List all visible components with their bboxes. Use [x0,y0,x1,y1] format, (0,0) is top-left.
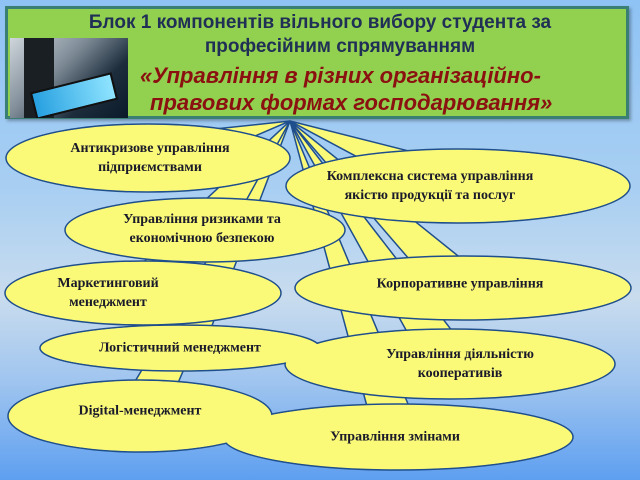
component-label: Управління змінами [330,428,460,447]
component-label-line2: якістю продукції та послуг [344,188,516,203]
title-line-1: «Управління в різних організаційно- [140,63,541,88]
callout-ellipse-fill [7,125,289,191]
callout-ellipse-fill [66,199,344,261]
component-label: Управління діяльністю кооперативів [386,345,534,383]
component-label-line1: Маркетинговий [57,276,159,291]
callout-ellipse-fill [41,326,319,370]
component-label: Логістичний менеджмент [99,339,261,358]
header-line-1: Блок 1 компонентів вільного вибору студе… [88,12,552,33]
component-label: Digital-менеджмент [79,402,202,421]
component-label-line2: кооперативів [417,366,503,381]
component-label: Управління ризиками та економічною безпек… [123,210,281,248]
component-label-line1: Логістичний менеджмент [99,340,261,356]
component-label: Антикризове управління підприємствами [70,139,229,177]
callout-ellipse-fill [224,405,572,469]
component-label: Корпоративне управління [377,275,544,294]
component-label-line1: Управління змінами [330,429,460,445]
callout-ellipse-fill [286,330,614,398]
component-label: Комплексна система управління якістю прод… [327,167,534,205]
callout-ellipse-fill [296,257,630,319]
title-line-2: правових формах господарювання» [150,90,553,115]
component-label-line2: менеджмент [69,295,147,310]
callout-ellipse-fill [287,150,629,222]
component-label-line2: економічною безпекою [129,231,275,246]
component-label-line1: Антикризове управління [70,141,230,156]
component-label-line1: Digital-менеджмент [78,403,202,419]
component-label: Маркетинговий менеджмент [57,274,158,312]
component-label-line1: Комплексна система управління [326,169,534,184]
component-label-line1: Управління ризиками та [123,212,281,227]
callout-ellipse-fill [6,262,280,324]
component-label-line2: підприємствами [98,160,202,175]
component-label-line1: Корпоративне управління [376,276,544,292]
business-tablet-image [10,38,128,118]
component-label-line1: Управління діяльністю [386,347,534,362]
header-line-2: професійним спрямуванням [204,36,476,57]
callout-ellipse-fill [9,381,271,451]
